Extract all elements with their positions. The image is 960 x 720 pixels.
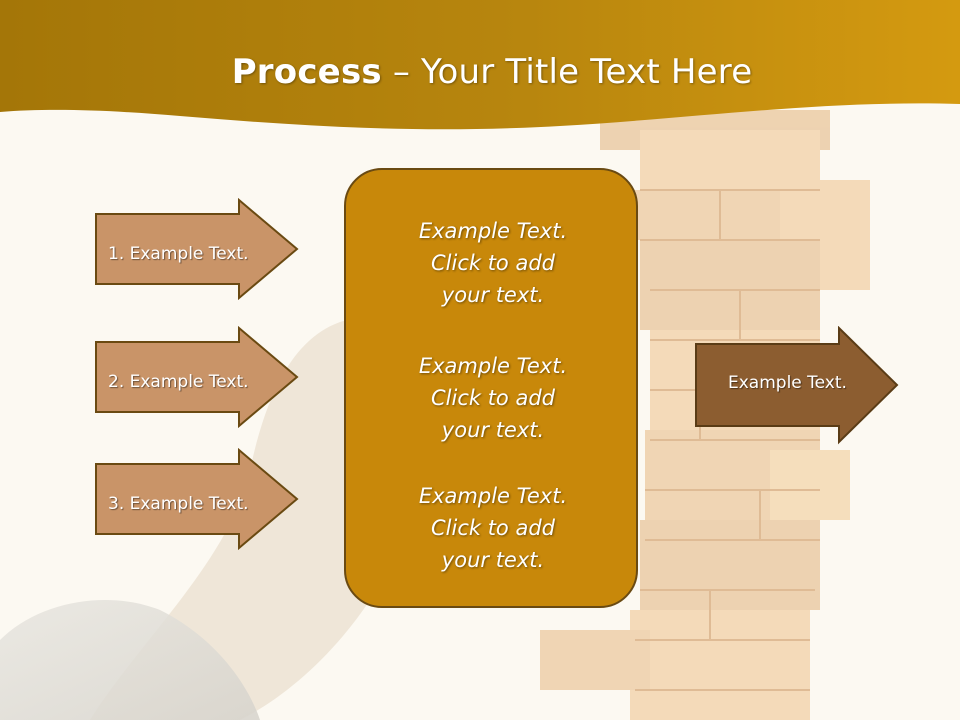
arrow-shape [95, 197, 299, 301]
text-line: Example Text. [418, 354, 568, 378]
text-line: your text. [441, 283, 545, 307]
text-line: Click to add [430, 386, 555, 410]
header-band [0, 0, 960, 130]
text-line: Example Text. [418, 484, 568, 508]
arrow-shape [695, 325, 899, 445]
arrow-label: 3. Example Text. [108, 494, 249, 514]
text-line: your text. [441, 548, 545, 572]
arrow-shape [95, 325, 299, 429]
center-paragraph-3[interactable]: Example Text. Click to add your text. [346, 480, 640, 576]
process-arrow-1[interactable]: 1. Example Text. [94, 197, 300, 301]
text-line: your text. [441, 418, 545, 442]
arrow-shape [95, 447, 299, 551]
center-paragraph-2[interactable]: Example Text. Click to add your text. [346, 350, 640, 446]
title-bold: Process [231, 52, 382, 92]
center-paragraph-1[interactable]: Example Text. Click to add your text. [346, 215, 640, 311]
process-arrow-3[interactable]: 3. Example Text. [94, 447, 300, 551]
text-line: Click to add [430, 516, 555, 540]
result-arrow[interactable]: Example Text. [694, 325, 900, 446]
text-line: Click to add [430, 251, 555, 275]
slide-title: Process – Your Title Text Here [0, 52, 960, 92]
text-line: Example Text. [418, 219, 568, 243]
title-rest: – Your Title Text Here [381, 52, 753, 92]
arrow-label: Example Text. [728, 373, 847, 393]
process-arrow-2[interactable]: 2. Example Text. [94, 325, 300, 429]
arrow-label: 2. Example Text. [108, 372, 249, 392]
arrow-label: 1. Example Text. [108, 244, 249, 264]
center-text-box[interactable]: Example Text. Click to add your text. Ex… [344, 168, 638, 608]
